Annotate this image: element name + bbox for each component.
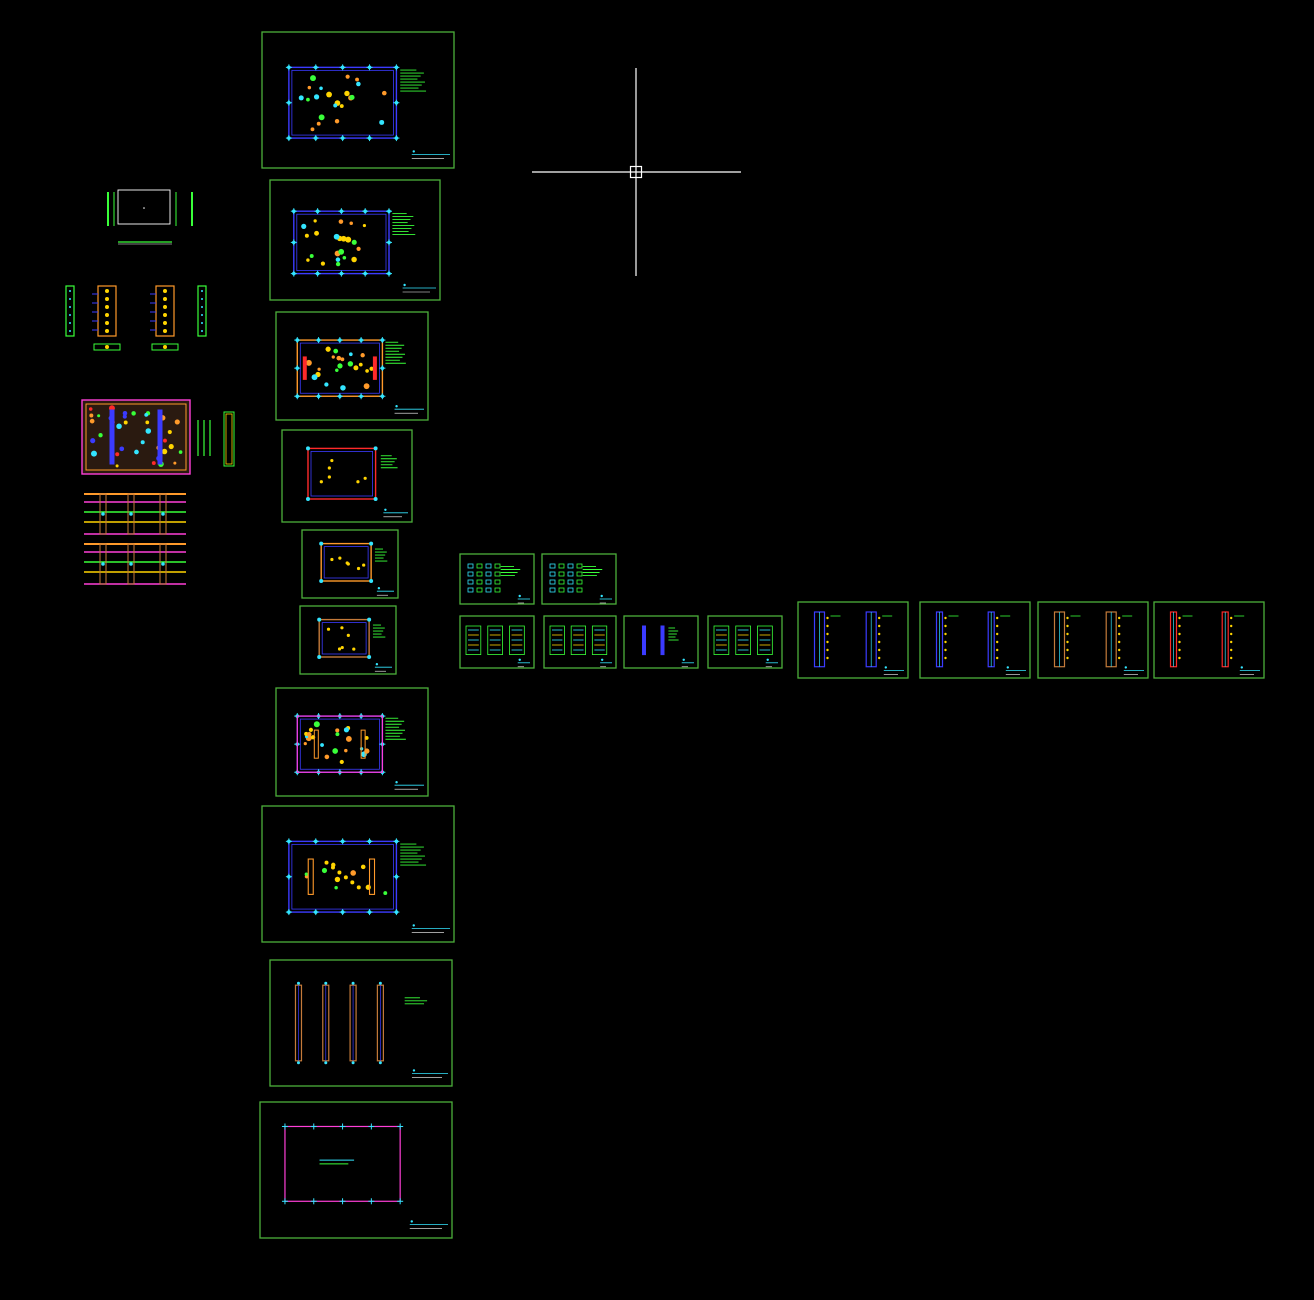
crosshair-cursor-icon xyxy=(532,68,741,276)
sheet-plan-5[interactable] xyxy=(301,529,399,599)
sheet-notes-2[interactable] xyxy=(541,553,617,605)
loose-drawings-group[interactable] xyxy=(65,189,235,585)
sheet-plan-4[interactable] xyxy=(281,429,413,523)
sheet-detail-4[interactable] xyxy=(707,615,783,669)
sheet-columns[interactable] xyxy=(269,959,453,1087)
sheet-plan-2[interactable] xyxy=(269,179,441,301)
beam-elevation-drawing[interactable] xyxy=(84,493,186,585)
sheet-section-3[interactable] xyxy=(1037,601,1149,679)
sheet-plan-8[interactable] xyxy=(261,805,455,943)
sheet-plan-7[interactable] xyxy=(275,687,429,797)
sheet-detail-3[interactable] xyxy=(623,615,699,669)
sheet-section-4[interactable] xyxy=(1153,601,1265,679)
sheet-detail-1[interactable] xyxy=(459,615,535,669)
sheet-plan-6[interactable] xyxy=(299,605,397,675)
sheet-section-2[interactable] xyxy=(919,601,1031,679)
sheet-detail-2[interactable] xyxy=(543,615,617,669)
column-details-drawing[interactable] xyxy=(65,285,207,351)
drawing-sheets-group xyxy=(259,31,1265,1239)
elevation-drawing[interactable] xyxy=(107,189,193,245)
sheet-outline[interactable] xyxy=(259,1101,453,1239)
sheet-notes-1[interactable] xyxy=(459,553,535,605)
sheet-section-1[interactable] xyxy=(797,601,909,679)
sheet-plan-3[interactable] xyxy=(275,311,429,421)
colored-plan-drawing[interactable] xyxy=(81,399,235,475)
sheet-plan-1[interactable] xyxy=(261,31,455,169)
